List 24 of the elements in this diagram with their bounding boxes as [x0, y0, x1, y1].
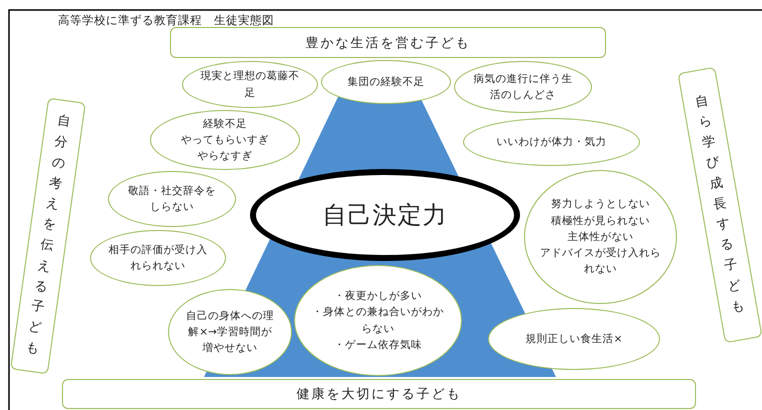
title: 高等学校に準ずる教育課程 生徒実態図: [58, 13, 274, 28]
ellipse-node: 病気の進行に伴う生活のしんどさ: [454, 61, 592, 113]
banner-box: 健康を大切にする子ども: [62, 379, 696, 409]
node-text: ・身体との兼ね合いがわからない: [311, 305, 445, 336]
node-text: 主体性がない: [568, 230, 634, 245]
ellipse-node: 敬語・社交辞令をしらない: [108, 171, 236, 227]
node-text: ・ゲーム依存気味: [334, 338, 422, 353]
node-text: アドバイスが受け入れられない: [539, 246, 662, 278]
ellipse-node: 集団の経験不足: [321, 60, 451, 104]
ellipse-node: 現実と理想の葛藤不足: [182, 61, 318, 108]
ellipse-node: 相手の評価が受け入れられない: [90, 230, 226, 286]
node-text: ・夜更かしが多い: [334, 288, 422, 304]
vertical-text: 自分の考えを伝える子ども: [24, 112, 72, 359]
ellipse-node: 規則正しい食生活×: [488, 308, 660, 370]
node-text: やってもらいすぎ: [181, 132, 269, 148]
banner-box: 豊かな生活を営む子ども: [170, 27, 606, 58]
node-text: やらなすぎ: [198, 149, 252, 164]
vertical-text: 自ら学び成長する子ども: [694, 92, 746, 318]
node-text: 積極性が見られない: [551, 214, 650, 229]
ellipse-node: いいわけが体力・気力: [463, 118, 640, 166]
node-text: 経験不足: [203, 116, 247, 132]
ellipse-node: 自己の身体への理解×→学習時間が増やせない: [168, 289, 292, 375]
node-text: 努力しようとしない: [551, 197, 650, 212]
central-ellipse: 自己決定力: [250, 169, 520, 261]
